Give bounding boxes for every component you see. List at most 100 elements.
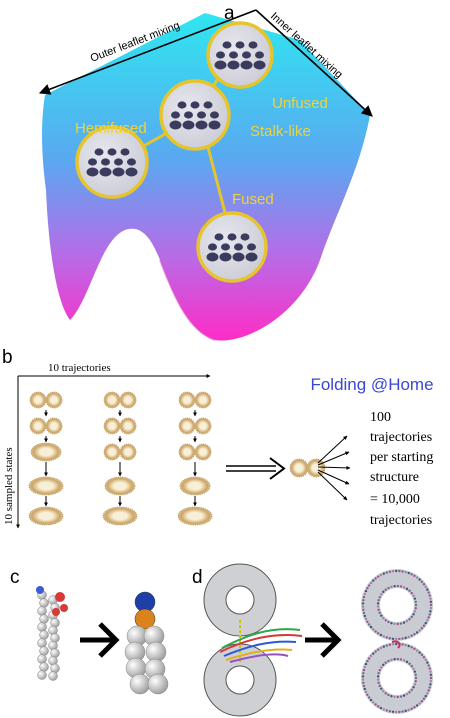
vesicle [194,417,212,435]
vesicle [103,443,121,461]
info-line-1: 100 [370,410,391,425]
vesicle-blob [112,167,125,177]
vesicle [119,417,137,435]
folding-at-home-logo: Folding @Home [310,375,433,394]
vesicle-blob [94,148,104,156]
vesicle-blob [253,60,266,70]
vesicle-blob [182,120,195,130]
trajectory-column [177,391,213,526]
vesicle-blob [245,252,258,262]
panel-letter-b: b [2,347,13,368]
x-axis-label: 10 trajectories [48,362,111,374]
atomistic-lipid [36,586,68,681]
state-label-stalk: Stalk-like [250,123,311,140]
vesicle-blob [240,233,250,241]
fan-arrows [317,435,351,501]
vesicle-blob [247,243,256,251]
vesicle-blob [219,252,232,262]
fusing-vesicle [179,476,211,496]
vesicle-blob [101,158,110,166]
fused-vesicle [28,476,64,496]
vesicle [178,417,196,435]
detail-arrow [305,622,342,658]
vesicle-blob [107,148,117,156]
state-circle-unfused [206,21,274,89]
vesicle [178,391,196,409]
panel-letter-a: a [224,3,235,24]
vesicle-blob [125,167,138,177]
fusion-contact [391,640,401,649]
vesicle-blob [197,111,206,119]
fused-vesicle [28,506,64,526]
vesicle-blob [214,60,227,70]
info-line-6: trajectories [370,513,432,528]
vesicle-top [203,563,277,637]
vesicle [194,443,212,461]
vesicle-blob [203,101,213,109]
vesicle-blob [210,111,219,119]
vesicle-blob [206,252,219,262]
vesicle-blob [222,41,232,49]
outer-leaflet-arrow [38,9,257,95]
vesicle [29,391,47,409]
vesicle-blob [88,158,97,166]
start-vesicle [289,458,309,478]
trajectory-column [102,391,138,526]
vesicle-blob [195,120,208,130]
info-line-3: per starting [370,450,433,465]
vesicle-blob [229,51,238,59]
vesicle-blob [99,167,112,177]
vesicle-blob [240,60,253,70]
panel-letter-d: d [192,567,203,588]
vesicle [103,391,121,409]
start-vesicle [306,458,326,478]
fusing-vesicle [104,476,136,496]
state-label-unfused: Unfused [272,95,328,112]
fused-vesicle [177,506,213,526]
panel-a: a Outer leaflet mixing Inner leaflet mix… [38,3,373,341]
panel-letter-c: c [10,567,20,588]
state-circle-hemifused [75,125,149,199]
state-circle-stalk [159,79,231,151]
coarse-grained-lipid [124,591,169,695]
vesicle-blob [221,243,230,251]
vesicle-blob [177,101,187,109]
info-line-5: = 10,000 [370,492,420,507]
vesicle-blob [227,60,240,70]
state-circle-fused [196,211,268,283]
vesicle-blob [208,120,221,130]
vesicle-blob [248,41,258,49]
snare-bundle [219,628,303,663]
vesicle [119,391,137,409]
vesicle-blob [86,167,99,177]
vesicle [29,417,47,435]
vesicle-blob [208,243,217,251]
energy-surface [42,13,370,341]
detailed-vesicle [361,569,433,641]
panel-d: d [192,563,433,717]
info-line-4: structure [370,470,419,485]
vesicle [178,443,196,461]
vesicle-blob [255,51,264,59]
vesicle-blob [227,233,237,241]
state-label-hemifused: Hemifused [75,120,147,137]
detailed-vesicle [361,642,433,714]
vesicle [119,443,137,461]
state-label-fused: Fused [232,191,274,208]
vesicle-blob [169,120,182,130]
vesicle-blob [171,111,180,119]
vesicle [45,391,63,409]
fusing-vesicle [30,442,62,462]
vesicle-blob [216,51,225,59]
panel-c: c [10,567,169,695]
vesicle-blob [190,101,200,109]
fused-vesicle [102,506,138,526]
vesicle-blob [214,233,224,241]
inner-leaflet-arrow [255,9,373,117]
info-line-2: trajectories [370,430,432,445]
coarse-grain-arrow [80,622,120,658]
vesicle [45,417,63,435]
vesicle-blob [242,51,251,59]
panel-b: b 10 trajectories 10 sampled states Fold… [2,347,434,529]
